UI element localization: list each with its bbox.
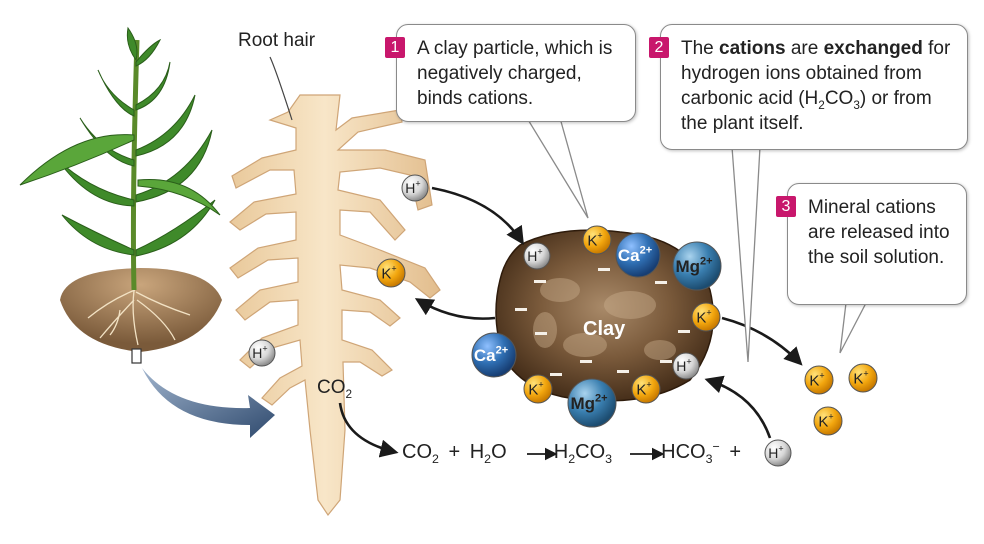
root-body [229, 94, 441, 517]
plant-roots [87, 284, 191, 346]
root-zoom-box [131, 348, 142, 364]
callout-1-text: A clay particle, which is negatively cha… [417, 38, 613, 109]
arrow-h-to-clay-2 [704, 375, 772, 439]
plant-leaves [19, 26, 221, 257]
arrow-k-to-root [414, 298, 496, 320]
ion-ca-clay-top: Ca2+ [615, 232, 661, 278]
zoom-arrow [142, 368, 275, 438]
clay-negative-charges [515, 268, 690, 376]
root [229, 56, 441, 517]
ion-k-clay-top: K+ [582, 225, 612, 255]
ion-k-root: K+ [376, 258, 406, 288]
ion-h-clay: H+ [523, 242, 551, 270]
carbonic-acid-equation: CO2 + H2O H2CO3 HCO3− + [402, 439, 742, 466]
ion-k-soil-1: K+ [804, 365, 834, 395]
ion-k-clay-left: K+ [523, 374, 553, 404]
root-hair-leader [269, 56, 293, 121]
root-co2-label: CO2 [317, 377, 353, 401]
clay-label: Clay [583, 318, 626, 340]
callout-2-text: The cations are exchanged for hydrogen i… [681, 38, 951, 134]
arrow-k-to-soil [721, 316, 803, 366]
ion-h-clay-right: H+ [672, 352, 700, 380]
callout-2: 2 The cations are exchanged for hydrogen… [649, 24, 968, 150]
ion-layer: H+K+H+H+K+Ca2+Mg2+K+H+K+Mg2+K+Ca2+H+K+K+… [248, 174, 878, 467]
callout-2-number: 2 [649, 37, 669, 58]
callout-1-number: 1 [385, 37, 405, 58]
soil-mound [60, 268, 222, 352]
callout-3-text: Mineral cations are released into the so… [808, 197, 950, 268]
clay-particle [495, 229, 714, 402]
plant [19, 26, 275, 438]
ion-k-clay-right: K+ [691, 302, 721, 332]
ion-mg-clay-bottom: Mg2+ [567, 378, 617, 428]
callout-3-number: 3 [776, 196, 796, 217]
plant-stem [130, 39, 140, 291]
callout-1: 1 A clay particle, which is negatively c… [385, 24, 636, 122]
arrow-co2 [338, 402, 399, 458]
ion-k-clay-bottom: K+ [631, 374, 661, 404]
callout-3: 3 Mineral cations are released into the … [776, 183, 967, 305]
reaction-arrows [338, 186, 803, 458]
ion-ca-clay-left: Ca2+ [471, 332, 517, 378]
ion-mg-clay: Mg2+ [672, 241, 722, 291]
root-hair-label: Root hair [238, 30, 316, 51]
arrow-h-to-clay [431, 186, 524, 246]
ion-k-soil-3: K+ [813, 406, 843, 436]
ion-h-soil: H+ [248, 339, 276, 367]
ion-k-soil-2: K+ [848, 363, 878, 393]
ion-h-root-top: H+ [401, 174, 429, 202]
ion-h-equation: H+ [764, 439, 792, 467]
